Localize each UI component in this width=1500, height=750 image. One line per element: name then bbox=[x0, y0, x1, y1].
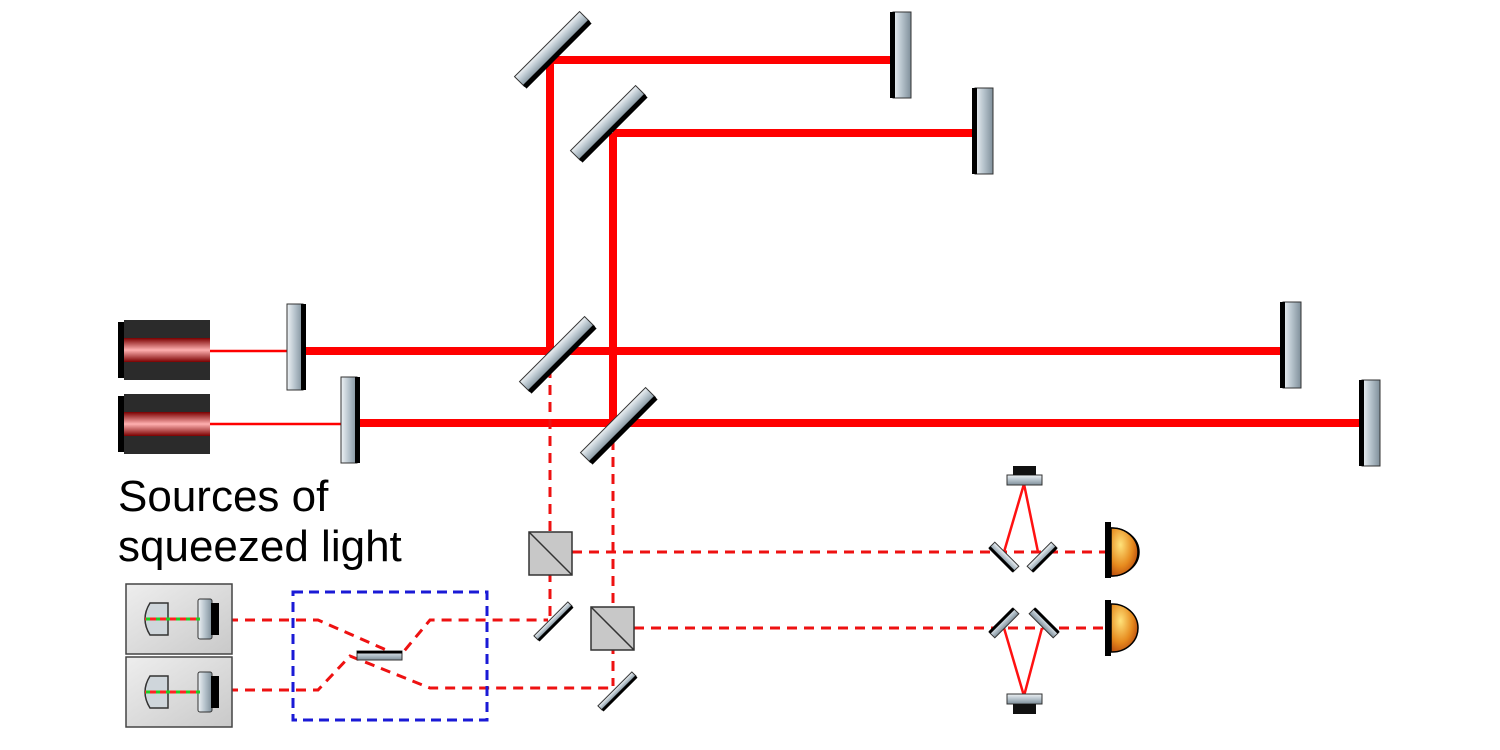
caption-line-1: Sources of bbox=[118, 472, 329, 521]
end-mirror-top-2 bbox=[972, 87, 994, 175]
beamsplitter-cube-2 bbox=[590, 606, 635, 651]
end-mirror-right-1 bbox=[1280, 301, 1302, 389]
squeezed-beam-2 bbox=[228, 654, 612, 692]
main-beams bbox=[208, 56, 1362, 427]
beamsplitter-1 bbox=[518, 315, 597, 394]
steering-mirror-1 bbox=[533, 601, 574, 642]
caption-line-2: squeezed light bbox=[118, 522, 402, 571]
input-mirror-1 bbox=[286, 303, 306, 391]
fold-mirror-2 bbox=[569, 84, 648, 163]
end-mirror-top-1 bbox=[890, 11, 912, 99]
beamsplitter-2 bbox=[579, 386, 658, 465]
laser-1 bbox=[118, 320, 210, 380]
end-mirror-right-2 bbox=[1359, 379, 1381, 467]
squeezer-1 bbox=[125, 583, 233, 655]
filter-cavity-2 bbox=[988, 607, 1060, 714]
photodiode-2 bbox=[1105, 600, 1139, 656]
beam-switch-box bbox=[291, 590, 489, 722]
filter-cavity-1 bbox=[988, 466, 1058, 573]
beamsplitter-cube-1 bbox=[528, 531, 573, 576]
input-mirror-2 bbox=[340, 376, 360, 464]
steering-mirror-2 bbox=[597, 671, 638, 712]
laser-2 bbox=[118, 394, 210, 454]
squeezer-2 bbox=[125, 656, 233, 728]
squeezed-light-caption: Sources of squeezed light bbox=[118, 472, 402, 572]
fold-mirror-1 bbox=[513, 10, 592, 89]
photodiode-1 bbox=[1105, 522, 1140, 578]
